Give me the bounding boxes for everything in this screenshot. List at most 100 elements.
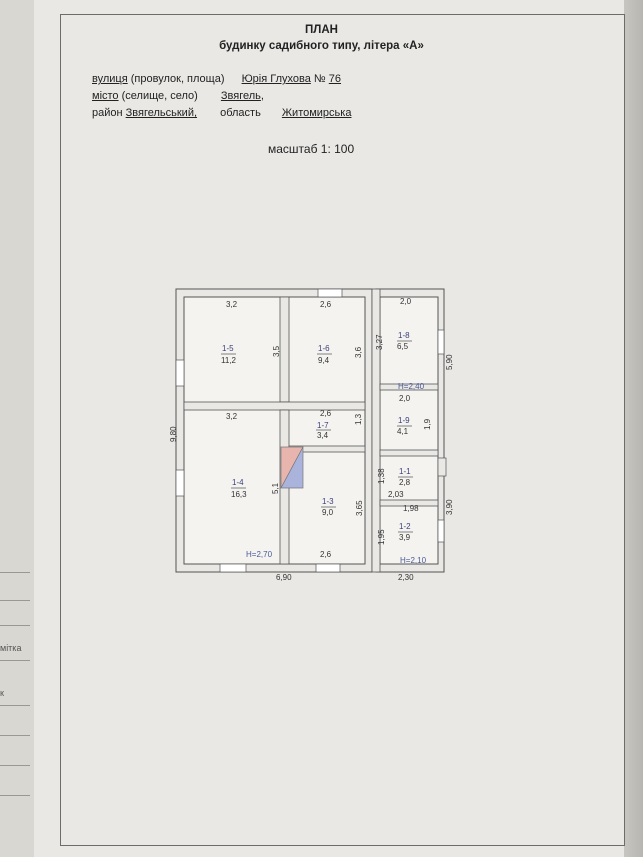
sheet-line	[0, 660, 30, 661]
height-label: H=2,40	[398, 382, 425, 391]
extension-inner-wall	[379, 296, 439, 565]
sheet-mark: к	[0, 688, 4, 698]
number-label: №	[313, 73, 326, 85]
window	[437, 519, 445, 543]
room-area: 9,0	[322, 508, 334, 517]
sheet-line	[0, 572, 30, 573]
dim-label: 3,2	[226, 300, 238, 309]
dim-label: 2,6	[320, 550, 332, 559]
interior-wall	[279, 296, 290, 403]
dim-label: 5,90	[445, 354, 454, 370]
dim-label: 1,3	[354, 413, 363, 425]
sheet-line	[0, 705, 30, 706]
interior-wall	[379, 499, 439, 507]
sheet-line	[0, 600, 30, 601]
room-area: 3,9	[399, 533, 411, 542]
street-hint: (провулок, площа)	[130, 73, 225, 85]
shared-wall	[371, 288, 381, 573]
room-1-7: 1-7 3,4	[316, 421, 331, 440]
city-line: місто (селище, село) Звягель,	[92, 90, 264, 102]
dim-label: 1,98	[403, 504, 419, 513]
room-id: 1-4	[232, 478, 244, 487]
city-suffix: ,	[260, 90, 264, 102]
sheet-line	[0, 765, 30, 766]
dim-label: 6,90	[276, 573, 292, 582]
room-area: 6,5	[397, 342, 409, 351]
room-1-3: 1-3 9,0	[321, 497, 336, 517]
room-area: 4,1	[397, 427, 409, 436]
district-label: район	[92, 107, 123, 119]
sheet-line	[0, 735, 30, 736]
dim-label: 1,95	[377, 529, 386, 545]
room-id: 1-9	[398, 416, 410, 425]
dim-label: 3,65	[355, 500, 364, 516]
district-line: район Звягельський, область Житомирська	[92, 107, 363, 119]
room-1-9: 1-9 4,1	[397, 416, 412, 436]
room-id: 1-5	[222, 344, 234, 353]
sheet-note: мітка	[0, 643, 22, 653]
dim-label: 1,38	[377, 468, 386, 484]
room-id: 1-3	[322, 497, 334, 506]
dim-label: 2,6	[320, 300, 332, 309]
dim-label: 3,90	[445, 499, 454, 515]
room-1-8: 1-8 6,5	[397, 331, 412, 351]
room-area: 11,2	[221, 356, 237, 365]
room-id: 1-1	[399, 467, 411, 476]
dim-label: 3,5	[272, 345, 281, 357]
page-frame	[60, 14, 625, 846]
room-id: 1-2	[399, 522, 411, 531]
interior-wall	[379, 383, 439, 391]
dim-label: 3,2	[226, 412, 238, 421]
inner-wall-outline	[183, 296, 366, 565]
dim-label: 5,1	[271, 482, 280, 494]
street-line: вулиця (провулок, площа) Юрія Глухова № …	[92, 73, 341, 85]
street-label: вулиця	[92, 73, 128, 85]
city-value: Звягель	[220, 90, 261, 102]
region-value: Житомирська	[281, 107, 352, 119]
stair-blue	[280, 446, 304, 489]
room-id: 1-7	[317, 421, 329, 430]
window	[315, 563, 341, 573]
dim-label: 2,0	[399, 394, 411, 403]
room-id: 1-8	[398, 331, 410, 340]
room-1-4: 1-4 16,3	[231, 478, 247, 499]
city-label: місто	[92, 90, 119, 102]
city-hint: (селище, село)	[121, 90, 198, 102]
number-value: 76	[328, 73, 342, 85]
dim-label: 3,27	[375, 334, 384, 350]
dim-label: 2,03	[388, 490, 404, 499]
dim-label: 2,6	[320, 409, 332, 418]
sheet-line	[0, 795, 30, 796]
scale-label: масштаб 1: 100	[268, 142, 355, 156]
dim-label: 3,6	[354, 346, 363, 358]
window	[317, 288, 343, 298]
street-value: Юрія Глухова	[241, 73, 311, 85]
room-area: 2,8	[399, 478, 411, 487]
dim-label: 2,30	[398, 573, 414, 582]
height-label: H=2,10	[400, 556, 427, 565]
document-subtitle: будинку садибного типу, літера «А»	[219, 40, 424, 52]
window	[175, 359, 185, 387]
sheet-line	[0, 625, 30, 626]
district-value: Звягельський,	[125, 107, 198, 119]
interior-wall	[379, 449, 439, 457]
room-1-2: 1-2 3,9	[398, 522, 413, 542]
room-id: 1-6	[318, 344, 330, 353]
window	[219, 563, 247, 573]
room-1-5: 1-5 11,2	[221, 344, 237, 365]
region-label: область	[220, 107, 261, 119]
dim-label: 1,9	[423, 418, 432, 430]
room-1-6: 1-6 9,4	[317, 344, 332, 365]
room-area: 9,4	[318, 356, 330, 365]
interior-wall	[183, 401, 366, 411]
room-area: 16,3	[231, 490, 247, 499]
height-label: H=2,70	[246, 550, 273, 559]
window	[175, 469, 185, 497]
window	[437, 329, 445, 355]
room-area: 3,4	[317, 431, 329, 440]
dim-label: 2,0	[400, 297, 412, 306]
dim-label: 9,80	[169, 426, 178, 442]
door	[437, 457, 447, 477]
document-title: ПЛАН	[305, 24, 338, 36]
